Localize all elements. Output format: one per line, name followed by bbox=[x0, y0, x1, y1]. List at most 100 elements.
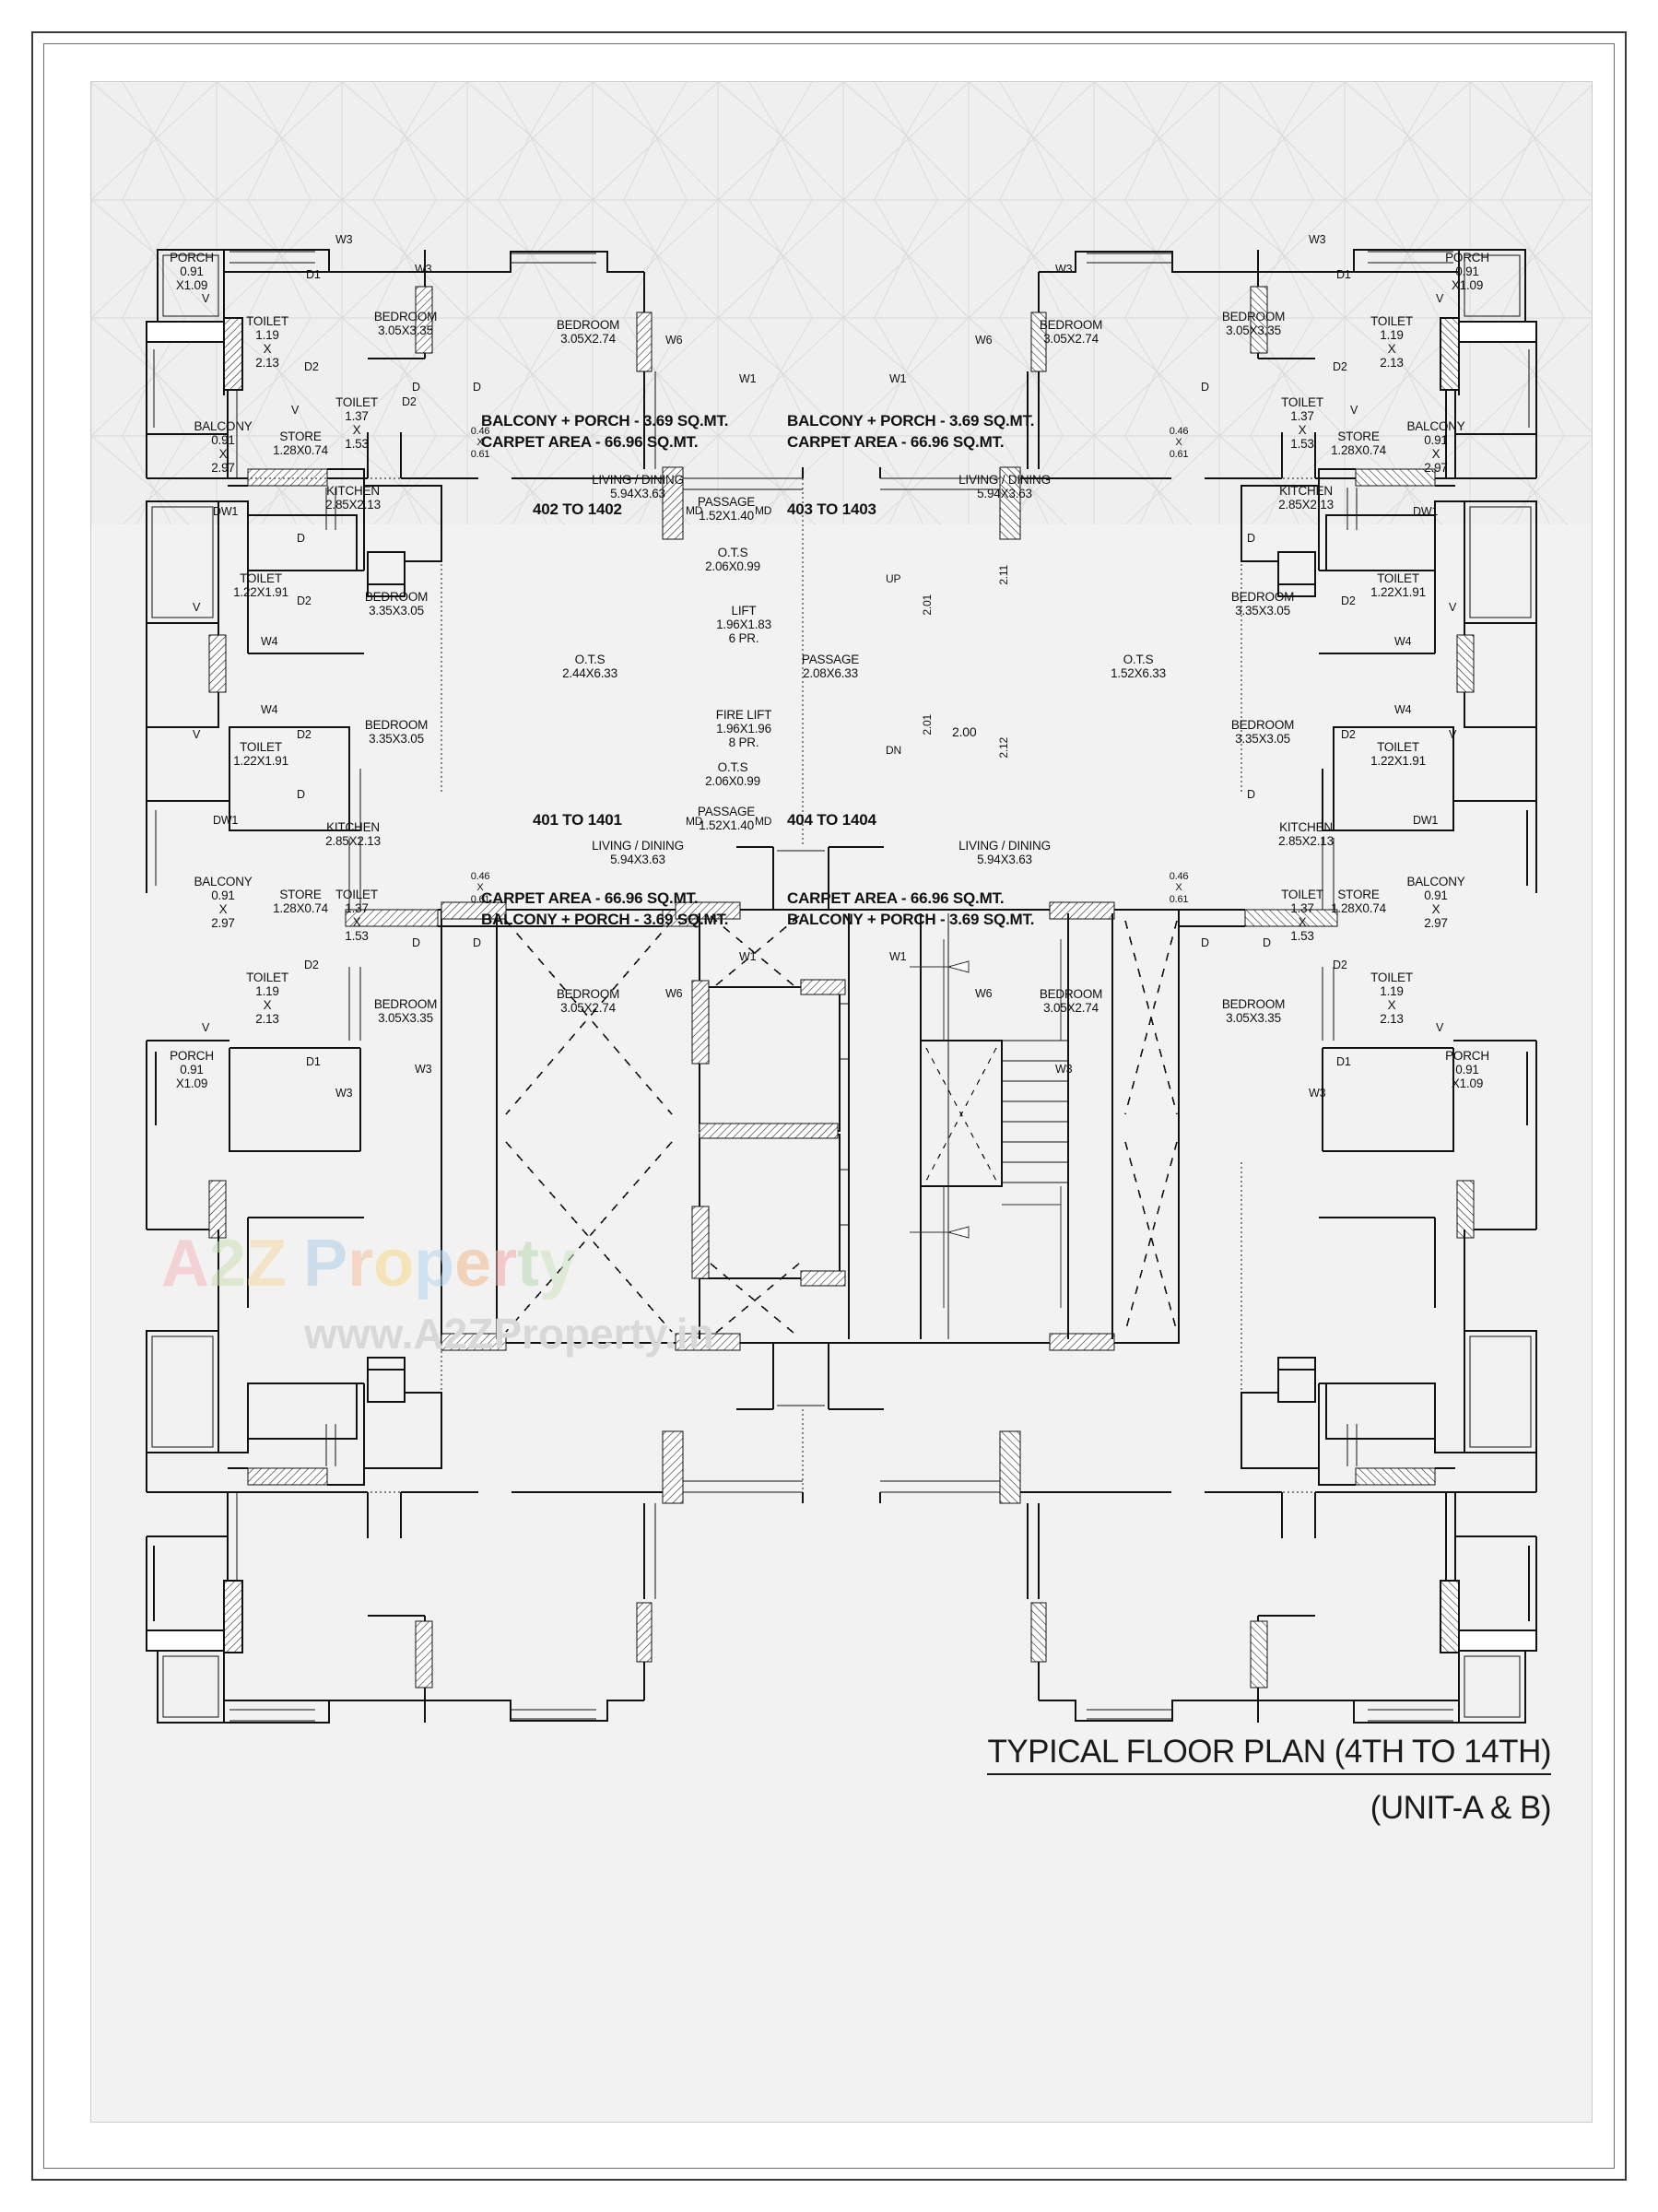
room-label-porch-br: PORCH 0.91 X1.09 bbox=[1445, 1049, 1489, 1091]
window-code-w3-bl: W3 bbox=[335, 1087, 353, 1100]
window-code-w3-br: W3 bbox=[1309, 1087, 1326, 1100]
room-label-store-tl: STORE 1.28X0.74 bbox=[273, 429, 328, 458]
room-label-kitchen-tr: KITCHEN 2.85X2.13 bbox=[1278, 484, 1334, 512]
door-code-d-ml: D bbox=[297, 532, 305, 545]
room-label-passage-bottom: PASSAGE 1.52X1.40 bbox=[697, 805, 756, 833]
door-code-d1-br: D1 bbox=[1336, 1055, 1351, 1068]
door-code-d-mr: D bbox=[1247, 532, 1255, 545]
room-label-toilet-mid-r2: TOILET 1.22X1.91 bbox=[1370, 740, 1426, 769]
duct-label-bl: 0.46 X 0.61 bbox=[470, 871, 490, 905]
room-label-toilet-small-br: TOILET 1.37 X 1.53 bbox=[1281, 888, 1323, 944]
window-code-w6-r: W6 bbox=[975, 334, 993, 347]
room-label-bedroom-bottom-l: BEDROOM 3.05X2.74 bbox=[556, 987, 620, 1016]
unit-402-carpet-area: CARPET AREA - 66.96 SQ.MT. bbox=[481, 433, 699, 451]
door-code-md-402: MD bbox=[686, 504, 703, 517]
room-label-kitchen-bl: KITCHEN 2.85X2.13 bbox=[325, 820, 381, 849]
room-label-toilet-mid-r1: TOILET 1.22X1.91 bbox=[1370, 571, 1426, 600]
room-label-living-401: LIVING / DINING 5.94X3.63 bbox=[592, 839, 684, 867]
door-code-d1-bl: D1 bbox=[306, 1055, 321, 1068]
unit-402-balcony-porch-area: BALCONY + PORCH - 3.69 SQ.MT. bbox=[481, 412, 729, 429]
door-code-d2-tl2: D2 bbox=[402, 395, 417, 408]
room-label-porch-tr: PORCH 0.91 X1.09 bbox=[1445, 251, 1489, 293]
room-label-bedroom-mid-l2: BEDROOM 3.35X3.05 bbox=[364, 718, 429, 747]
vent-code-v-mr1: V bbox=[1449, 601, 1457, 614]
unit-number-404: 404 TO 1404 bbox=[787, 811, 876, 829]
vent-code-v-mr2: V bbox=[1449, 728, 1457, 741]
door-code-d1-tl: D1 bbox=[306, 268, 321, 281]
room-label-toilet-small-bl: TOILET 1.37 X 1.53 bbox=[335, 888, 378, 944]
room-label-balcony-tr: BALCONY 0.91 X 2.97 bbox=[1406, 419, 1465, 476]
room-label-balcony-br: BALCONY 0.91 X 2.97 bbox=[1406, 875, 1465, 931]
vent-code-v-bl: V bbox=[202, 1021, 210, 1034]
room-label-bedroom-mid-r1: BEDROOM 3.35X3.05 bbox=[1230, 590, 1295, 618]
title-block: TYPICAL FLOOR PLAN (4TH TO 14TH) (UNIT-A… bbox=[987, 1734, 1551, 1827]
room-label-ots-small-top: O.T.S 2.06X0.99 bbox=[705, 546, 760, 574]
room-label-kitchen-br: KITCHEN 2.85X2.13 bbox=[1278, 820, 1334, 849]
door-code-d-bl2: D bbox=[473, 936, 481, 949]
door-code-d2-mr2: D2 bbox=[1341, 728, 1356, 741]
vent-code-v-ml2: V bbox=[193, 728, 201, 741]
window-code-w1-r: W1 bbox=[889, 372, 907, 385]
room-label-toilet-small-tr: TOILET 1.37 X 1.53 bbox=[1281, 395, 1323, 452]
door-code-d-ml3: D bbox=[297, 788, 305, 801]
window-code-w4-l1: W4 bbox=[261, 635, 278, 648]
room-label-toilet-mid-l1: TOILET 1.22X1.91 bbox=[233, 571, 288, 600]
vent-code-v-tr: V bbox=[1436, 292, 1444, 305]
room-label-bedroom-tr: BEDROOM 3.05X3.35 bbox=[1221, 310, 1286, 338]
door-code-d-tl2: D bbox=[473, 381, 481, 394]
room-label-toilet-small-tl: TOILET 1.37 X 1.53 bbox=[335, 395, 378, 452]
unit-404-balcony-porch-area: BALCONY + PORCH - 3.69 SQ.MT. bbox=[787, 911, 1035, 928]
door-code-md-403: MD bbox=[755, 504, 772, 517]
door-code-d2-tr: D2 bbox=[1333, 360, 1347, 373]
room-label-balcony-bl: BALCONY 0.91 X 2.97 bbox=[194, 875, 253, 931]
window-code-w1-br: W1 bbox=[889, 950, 907, 963]
room-label-porch-tl: PORCH 0.91 X1.09 bbox=[170, 251, 214, 293]
unit-number-403: 403 TO 1403 bbox=[787, 500, 876, 518]
stair-dn-label: DN bbox=[886, 744, 901, 757]
sheet-border-inner bbox=[43, 43, 1615, 2169]
room-label-toilet-tl: TOILET 1.19 X 2.13 bbox=[246, 314, 288, 371]
duct-label-tr: 0.46 X 0.61 bbox=[1169, 426, 1189, 460]
window-code-dw1-bl: DW1 bbox=[213, 814, 239, 827]
stair-dim-left-bottom: 2.01 bbox=[921, 714, 934, 735]
unit-number-401: 401 TO 1401 bbox=[533, 811, 622, 829]
room-label-porch-bl: PORCH 0.91 X1.09 bbox=[170, 1049, 214, 1091]
room-label-store-tr: STORE 1.28X0.74 bbox=[1331, 429, 1386, 458]
room-label-ots-big-left: O.T.S 2.44X6.33 bbox=[562, 653, 617, 681]
duct-label-br: 0.46 X 0.61 bbox=[1169, 871, 1189, 905]
room-label-lift: LIFT 1.96X1.83 6 PR. bbox=[716, 604, 771, 646]
room-label-living-404: LIVING / DINING 5.94X3.63 bbox=[958, 839, 1051, 867]
room-label-bedroom-mid-r2: BEDROOM 3.35X3.05 bbox=[1230, 718, 1295, 747]
window-code-w3-br2: W3 bbox=[1055, 1063, 1073, 1076]
floor-plan-drawing bbox=[91, 82, 1592, 2122]
stair-dim-left-top: 2.01 bbox=[921, 594, 934, 616]
room-label-passage-top: PASSAGE 1.52X1.40 bbox=[697, 495, 756, 524]
room-label-toilet-tr: TOILET 1.19 X 2.13 bbox=[1370, 314, 1413, 371]
stair-dim-right-bottom: 2.12 bbox=[997, 737, 1010, 759]
door-code-d2-br: D2 bbox=[1333, 959, 1347, 971]
door-code-d2-bl: D2 bbox=[304, 959, 319, 971]
room-label-fire-lift: FIRE LIFT 1.96X1.96 8 PR. bbox=[715, 708, 772, 750]
room-label-ots-small-bottom: O.T.S 2.06X0.99 bbox=[705, 760, 760, 789]
unit-404-carpet-area: CARPET AREA - 66.96 SQ.MT. bbox=[787, 889, 1005, 907]
room-label-store-br: STORE 1.28X0.74 bbox=[1331, 888, 1386, 916]
page-title: TYPICAL FLOOR PLAN (4TH TO 14TH) bbox=[987, 1734, 1551, 1775]
door-code-d2-tl: D2 bbox=[304, 360, 319, 373]
window-code-w6-br: W6 bbox=[975, 987, 993, 1000]
door-code-md-404: MD bbox=[755, 815, 772, 828]
window-code-dw1-tl: DW1 bbox=[213, 505, 239, 518]
room-label-bedroom-bottom-r: BEDROOM 3.05X2.74 bbox=[1039, 987, 1103, 1016]
room-label-toilet-bl: TOILET 1.19 X 2.13 bbox=[246, 971, 288, 1027]
vent-code-v-l2: V bbox=[291, 404, 300, 417]
door-code-md-401: MD bbox=[686, 815, 703, 828]
unit-number-402: 402 TO 1402 bbox=[533, 500, 622, 518]
door-code-d2-mr1: D2 bbox=[1341, 594, 1356, 607]
door-code-d2-ml1: D2 bbox=[297, 594, 312, 607]
duct-label-tl: 0.46 X 0.61 bbox=[470, 426, 490, 460]
room-label-bedroom-mid-l1: BEDROOM 3.35X3.05 bbox=[364, 590, 429, 618]
room-label-living-402: LIVING / DINING 5.94X3.63 bbox=[592, 473, 684, 501]
window-code-w1-bl: W1 bbox=[739, 950, 757, 963]
door-code-d-br2: D bbox=[1263, 936, 1271, 949]
room-label-bedroom-top-l: BEDROOM 3.05X2.74 bbox=[556, 318, 620, 347]
